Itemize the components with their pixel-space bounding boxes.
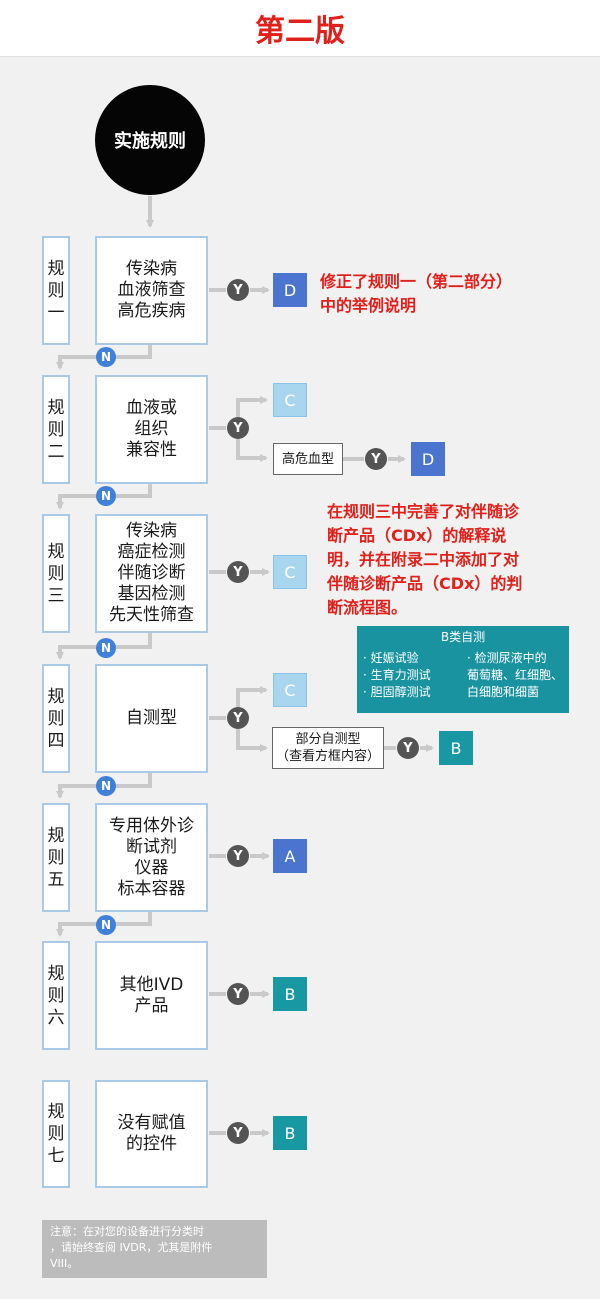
rule-2-sub-class-d: D [411,442,445,476]
rule-5-label: 规则五 [42,803,70,912]
rule-2-yes: Y [227,417,249,439]
rule-2-sub-high-risk-blood: 高危血型 [273,443,343,475]
rule-3-box: 传染病癌症检测伴随诊断基因检测先天性筛查 [95,514,208,633]
rule-4-sub-partial-self-test: 部分自测型（查看方框内容） [272,727,384,769]
rule-1-label: 规则一 [42,236,70,345]
rule-1-box: 传染病血液筛查高危疾病 [95,236,208,345]
rule-5-box: 专用体外诊断试剂仪器标本容器 [95,803,208,912]
rule-4-no: N [96,776,116,796]
rule-4-class-c: C [273,673,307,707]
rule-7-box: 没有赋值的控件 [95,1080,208,1188]
page-title: 第二版 [255,14,345,49]
b-self-test-title: B类自测 [440,630,486,644]
rule-2-box: 血液或组织兼容性 [95,375,208,484]
rule-5-no: N [96,915,116,935]
rule-6-yes: Y [227,983,249,1005]
rule-2-label: 规则二 [42,375,70,484]
rule-1-note: 修正了规则一（第二部分）中的举例说明 [320,272,513,315]
rule-4-label: 规则四 [42,664,70,773]
rule-6-label: 规则六 [42,941,70,1050]
b-self-test-box: B类自测 · 妊娠试验· 生育力测试· 胆固醇测试 · 检测尿液中的葡萄糖、红细… [357,626,569,713]
rule-3-class-c: C [273,555,307,589]
rule-4-sub-class-b: B [439,731,473,765]
rule-5-yes: Y [227,845,249,867]
rule-1-no: N [96,347,116,367]
rule-7-class-b: B [273,1116,307,1150]
rule-2-class-c: C [273,383,307,417]
page-header: 第二版 [0,0,600,57]
rule-3-yes: Y [227,561,249,583]
rule-4-box: 自测型 [95,664,208,773]
rule-1-yes: Y [227,279,249,301]
rule-1-class-d: D [273,273,307,307]
rule-2-no: N [96,486,116,506]
b-self-test-right-list: · 检测尿液中的葡萄糖、红细胞、白细胞和细菌 [466,651,563,699]
rule-2-sub-yes: Y [365,448,387,470]
rule-3-label: 规则三 [42,514,70,633]
rule-7-label: 规则七 [42,1080,70,1188]
rule-3-note: 在规则三中完善了对伴随诊断产品（CDx）的解释说明，并在附录二中添加了对伴随诊断… [327,502,523,617]
rule-7-yes: Y [227,1122,249,1144]
rule-5-class-a: A [273,839,307,873]
rule-4-yes: Y [227,707,249,729]
rule-3-no: N [96,638,116,658]
rule-6-class-b: B [273,977,307,1011]
rule-4-sub-yes: Y [397,737,419,759]
start-node: 实施规则 [95,85,205,195]
b-self-test-left-list: · 妊娠试验· 生育力测试· 胆固醇测试 [363,651,431,699]
